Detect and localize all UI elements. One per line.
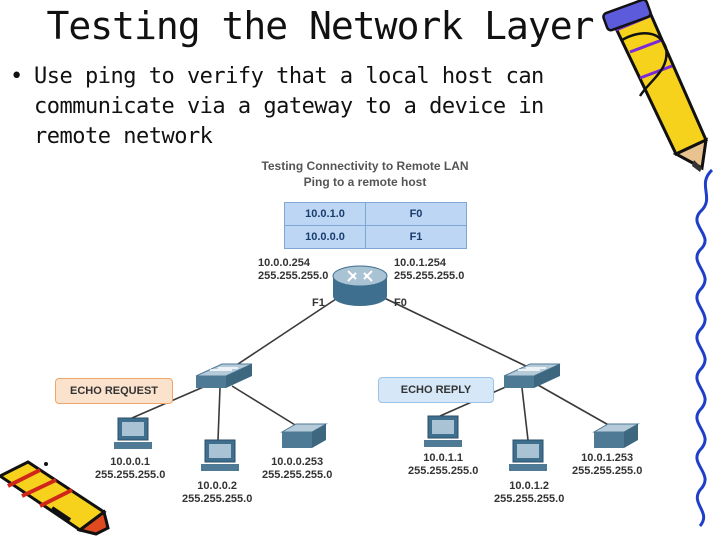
host-mask: 255.255.255.0 (182, 493, 253, 505)
printer-icon (280, 423, 328, 448)
table-row: 10.0.0.0 F1 (284, 225, 467, 249)
bullet-text: Use ping to verify that a local host can… (34, 64, 544, 149)
router-left-address: 10.0.0.254 255.255.255.0 (258, 257, 328, 283)
host-mask: 255.255.255.0 (262, 469, 333, 481)
router-right-ip: 10.0.1.254 (394, 257, 446, 269)
router-left-mask: 255.255.255.0 (258, 270, 329, 282)
diagram-heading: Testing Connectivity to Remote LAN Ping … (250, 158, 480, 190)
diagram-heading-line2: Ping to a remote host (303, 175, 427, 189)
pencil-clipart-icon (602, 0, 708, 172)
link-rsw-printer (537, 384, 613, 428)
printer-icon (592, 423, 640, 448)
diagram-heading-line1: Testing Connectivity to Remote LAN (261, 159, 469, 173)
pc-icon (509, 439, 547, 471)
router-right-address: 10.0.1.254 255.255.255.0 (394, 257, 464, 283)
host-ip: 10.0.0.2 (197, 480, 238, 492)
bullet-dot: • (10, 64, 24, 89)
pc-icon (424, 415, 462, 447)
switch-icon (503, 363, 561, 388)
host-mask: 255.255.255.0 (95, 469, 166, 481)
host-ip: 10.0.1.1 (423, 452, 464, 464)
route-interface: F0 (365, 202, 467, 226)
link-lsw-printer (231, 385, 301, 429)
router-right-mask: 255.255.255.0 (394, 270, 465, 282)
links (131, 294, 613, 441)
host-mask: 255.255.255.0 (572, 465, 643, 477)
switch-icon (195, 363, 253, 388)
host-label: 10.0.1.1 255.255.255.0 (408, 452, 478, 478)
router-port-right: F0 (394, 297, 407, 309)
routing-table: 10.0.1.0 F0 10.0.0.0 F1 (284, 202, 467, 249)
router-left-ip: 10.0.0.254 (258, 257, 310, 269)
route-interface: F1 (365, 225, 467, 249)
host-label: 10.0.0.1 255.255.255.0 (95, 456, 165, 482)
scribble-border-icon (695, 168, 714, 527)
host-label: 10.0.0.253 255.255.255.0 (262, 456, 332, 482)
router-icon (332, 265, 388, 306)
link-router-right-switch (377, 294, 531, 369)
host-ip: 10.0.0.253 (271, 456, 324, 468)
link-router-left-switch (231, 294, 343, 369)
host-label: 10.0.0.2 255.255.255.0 (182, 480, 252, 506)
pc-icon (201, 439, 239, 471)
crayon-clipart-icon (0, 460, 110, 536)
route-network: 10.0.0.0 (284, 225, 366, 249)
host-label: 10.0.1.2 255.255.255.0 (494, 480, 564, 506)
bullet-item: • Use ping to verify that a local host c… (10, 62, 620, 152)
route-network: 10.0.1.0 (284, 202, 366, 226)
host-ip: 10.0.1.2 (509, 480, 550, 492)
host-ip: 10.0.1.253 (581, 452, 634, 464)
host-label: 10.0.1.253 255.255.255.0 (572, 452, 642, 478)
router-port-left: F1 (312, 297, 325, 309)
link-rsw-pc2 (521, 387, 529, 441)
slide-title: Testing the Network Layer (46, 4, 595, 48)
pc-icon (114, 417, 152, 449)
echo-reply-badge: ECHO REPLY (378, 377, 494, 403)
host-mask: 255.255.255.0 (408, 465, 479, 477)
echo-request-badge: ECHO REQUEST (55, 378, 173, 404)
host-ip: 10.0.0.1 (110, 456, 151, 468)
table-row: 10.0.1.0 F0 (284, 202, 467, 226)
host-mask: 255.255.255.0 (494, 493, 565, 505)
link-lsw-pc2 (217, 387, 221, 441)
